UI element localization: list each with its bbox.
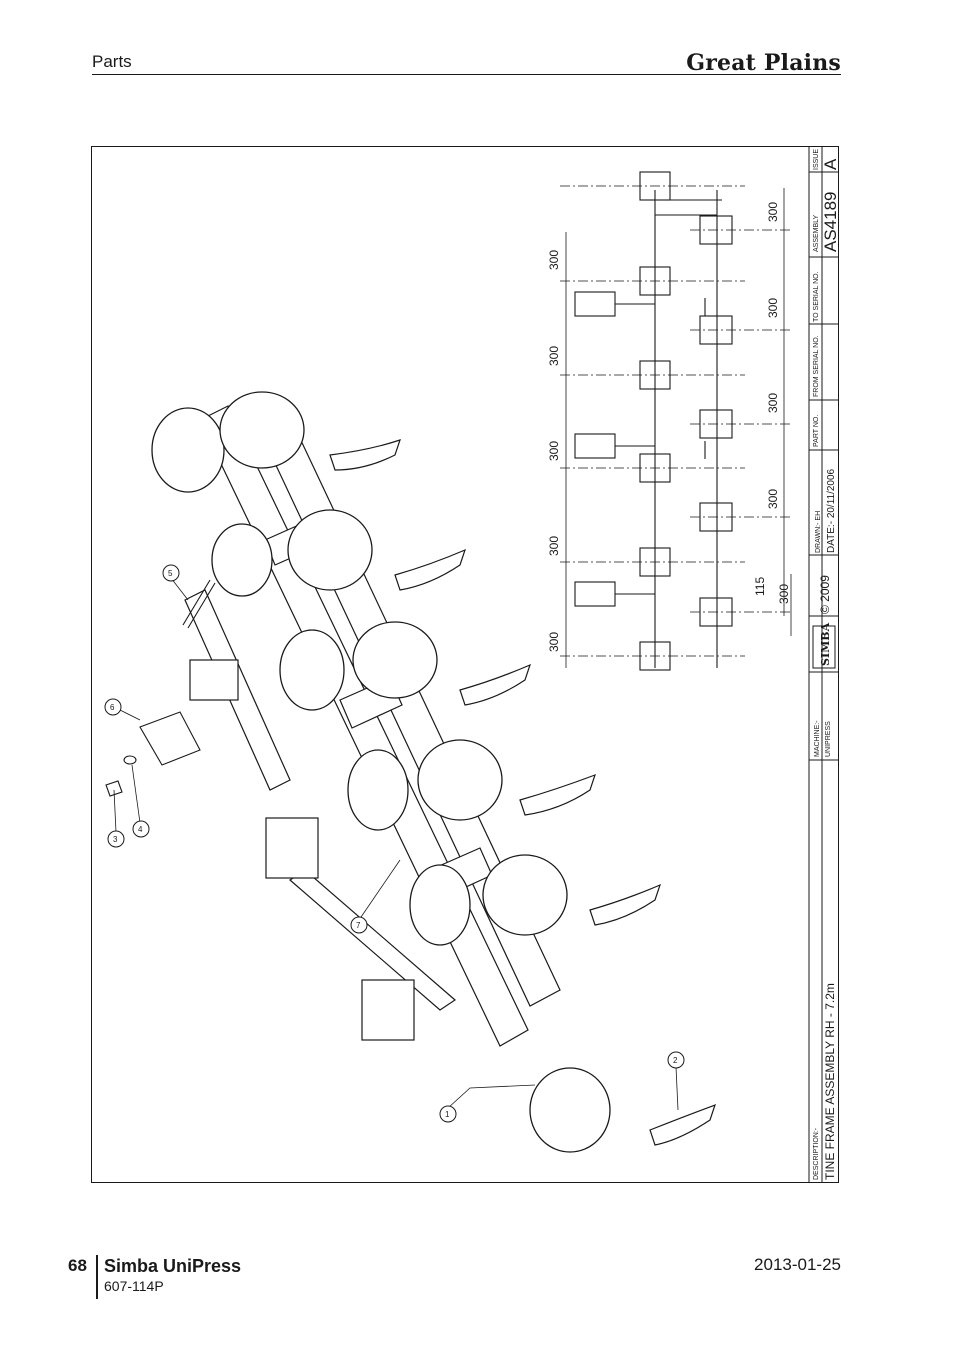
callout-1: 1 [439, 1105, 457, 1123]
top-view-frame [574, 171, 733, 671]
svg-text:300: 300 [547, 536, 561, 556]
callout-3: 3 [107, 830, 125, 848]
leader-lines [113, 577, 679, 1111]
footer-divider [96, 1255, 98, 1299]
svg-text:300: 300 [766, 298, 780, 318]
to-serial-label: TO SERIAL NO. [813, 271, 820, 322]
assembly-label: ASSEMBLY [813, 214, 820, 252]
svg-text:3: 3 [113, 835, 118, 844]
svg-text:300: 300 [547, 441, 561, 461]
title-block [808, 146, 839, 1183]
date-label: DATE:- 20/11/2006 [826, 468, 837, 553]
svg-text:4: 4 [138, 825, 143, 834]
from-serial-label: FROM SERIAL NO. [813, 335, 820, 397]
publication-date: 2013-01-25 [754, 1255, 841, 1274]
svg-text:SIMBA: SIMBA [819, 622, 832, 666]
document-code: 607-114P [104, 1278, 164, 1294]
svg-text:6: 6 [110, 703, 115, 712]
header-section-label: Parts [92, 52, 132, 71]
description: TINE FRAME ASSEMBLY RH - 7.2m [823, 983, 837, 1180]
part-no-label: PART NO. [813, 415, 820, 447]
callout-2: 2 [667, 1051, 685, 1069]
page-number: 68 [68, 1256, 87, 1275]
simba-logo: SIMBA [812, 622, 836, 669]
brand-logo: Great Plains [686, 50, 841, 76]
assembly-number: AS4189 [821, 192, 840, 253]
drawn-label: DRAWN:- EH [815, 511, 822, 553]
part-callouts: 1 2 3 4 5 6 7 [104, 564, 685, 1123]
drawing-frame [91, 146, 839, 1183]
callout-7: 7 [350, 916, 368, 934]
copyright: © 2009 [818, 575, 832, 614]
svg-text:7: 7 [356, 921, 361, 930]
callout-6: 6 [104, 698, 122, 716]
header-rule [92, 74, 841, 75]
svg-text:300: 300 [547, 632, 561, 652]
svg-text:115: 115 [753, 577, 767, 596]
svg-text:300: 300 [766, 393, 780, 413]
svg-text:5: 5 [168, 569, 173, 578]
roller-discs [151, 391, 611, 1153]
svg-text:300: 300 [766, 489, 780, 509]
product-name: Simba UniPress [104, 1256, 242, 1276]
machine-label: MACHINE:- [814, 720, 821, 757]
dimension-lines [565, 188, 792, 668]
machine-value: UNIPRESS [825, 721, 832, 757]
dimension-values: 300 300 300 300 300 300 300 300 300 115 … [547, 202, 791, 652]
centre-lines [560, 185, 790, 657]
svg-text:2: 2 [673, 1056, 678, 1065]
svg-text:300: 300 [547, 250, 561, 270]
issue-value: A [821, 158, 840, 170]
description-label: DESCRIPTION:- [813, 1127, 820, 1180]
callout-4: 4 [132, 820, 150, 838]
svg-text:300: 300 [547, 346, 561, 366]
hardware [105, 579, 216, 797]
isometric-assembly [184, 395, 561, 1047]
svg-text:1: 1 [445, 1110, 450, 1119]
svg-text:300: 300 [766, 202, 780, 222]
svg-text:300: 300 [777, 584, 791, 604]
tines [329, 439, 716, 1146]
issue-label: ISSUE [813, 149, 820, 170]
callout-5: 5 [162, 564, 180, 582]
